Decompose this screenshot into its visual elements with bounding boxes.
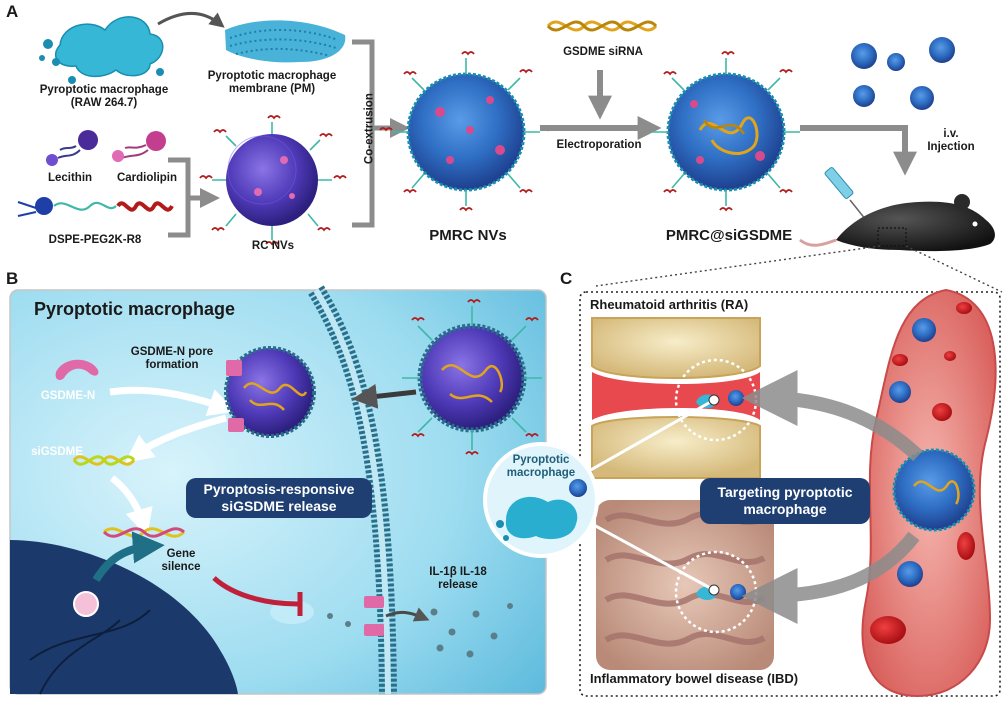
ra-label: Rheumatoid arthritis (RA) bbox=[590, 297, 749, 312]
panel-c bbox=[483, 288, 1001, 698]
magnifier-label: Pyroptotic macrophage bbox=[506, 454, 576, 480]
il-release-label: IL-1β IL-18 release bbox=[429, 566, 487, 592]
nuclear-pore bbox=[73, 591, 99, 617]
release-arrow bbox=[125, 414, 227, 463]
electroporation-label: Electroporation bbox=[556, 139, 642, 151]
silence-arrow bbox=[109, 475, 153, 537]
membrane-label: Pyroptotic macrophage membrane (PM) bbox=[207, 70, 337, 96]
macrophage-magnifier bbox=[483, 442, 599, 558]
intracellular-nanovesicle bbox=[224, 346, 316, 438]
dspe-peg-r8-icon bbox=[17, 197, 174, 217]
targeting-arrow-ibd bbox=[741, 531, 920, 624]
bowel-pin bbox=[708, 584, 720, 596]
targeting-box: Targeting pyroptotic macrophage bbox=[700, 478, 870, 524]
gsdme-n-icon bbox=[55, 359, 99, 380]
macrophage-cell-illustration bbox=[39, 16, 164, 84]
rc-nvs-label: RC NVs bbox=[251, 240, 295, 252]
dspe-label: DSPE-PEG2K-R8 bbox=[48, 234, 142, 246]
zoom-lines bbox=[595, 245, 1003, 293]
membrane-sheet-illustration bbox=[225, 20, 346, 63]
pmrc-sigsdme-nanovesicle bbox=[652, 51, 800, 212]
panel-b-title: Pyroptotic macrophage bbox=[34, 299, 236, 319]
lecithin-icon bbox=[46, 130, 98, 166]
pore-label: GSDME-N pore formation bbox=[130, 346, 214, 372]
release-box: Pyroptosis-responsive siGSDME release bbox=[186, 478, 372, 518]
blood-vessel bbox=[861, 288, 997, 698]
sigsdme-label: siGSDME bbox=[31, 446, 83, 458]
joint-pin bbox=[708, 394, 720, 406]
sigsdme-strand bbox=[72, 455, 136, 466]
membrane-pore bbox=[364, 596, 384, 636]
dna-strands bbox=[29, 609, 151, 695]
injection-arrow bbox=[800, 125, 917, 176]
arrow-to-membrane bbox=[157, 11, 225, 28]
panel-label-a: A bbox=[6, 2, 19, 21]
panel-a bbox=[17, 11, 995, 252]
joint-connector bbox=[565, 398, 715, 486]
assembly-arrow bbox=[168, 157, 212, 238]
panel-label-b: B bbox=[6, 269, 19, 288]
targeting-arrow-ra bbox=[741, 370, 923, 462]
bowel-nanovesicle bbox=[730, 584, 746, 600]
mouse-illustration bbox=[799, 194, 995, 252]
circulating-nanovesicles bbox=[851, 37, 955, 110]
nucleus bbox=[10, 540, 238, 694]
uptake-arrow bbox=[352, 383, 417, 409]
ibd-label: Inflammatory bowel disease (IBD) bbox=[590, 671, 799, 686]
gene-silence-label: Gene silence bbox=[161, 548, 201, 574]
gsdme-n-label: GSDME-N bbox=[40, 390, 96, 402]
cardiolipin-icon bbox=[112, 131, 166, 162]
rc-nanovesicle bbox=[199, 115, 347, 246]
macrophage-label: Pyroptotic macrophage (RAW 264.7) bbox=[39, 84, 169, 110]
joint-illustration bbox=[591, 317, 761, 479]
injection-label: i.v. Injection bbox=[927, 128, 975, 154]
gsdme-pore-arrow bbox=[109, 386, 237, 416]
bowel-illustration bbox=[596, 500, 774, 670]
transcription-arrow bbox=[92, 531, 165, 583]
extracellular-nanovesicle bbox=[402, 299, 542, 456]
coextrusion-label: Co-extrusion bbox=[363, 93, 376, 165]
pmrc-nvs-label: PMRC NVs bbox=[429, 227, 507, 244]
joint-nanovesicle bbox=[728, 390, 744, 406]
inhibition-line bbox=[212, 576, 299, 607]
panel-label-c: C bbox=[560, 269, 573, 288]
mitochondrion bbox=[270, 600, 314, 624]
product-label: PMRC@siGSDME bbox=[665, 227, 793, 244]
cytokine-dots bbox=[327, 603, 513, 658]
cardiolipin-label: Cardiolipin bbox=[116, 172, 178, 184]
sirna-label: GSDME siRNA bbox=[563, 46, 643, 58]
pmrc-nanovesicle bbox=[379, 51, 555, 212]
coextrusion-bracket-arrow bbox=[352, 39, 402, 228]
sirna-helix-icon bbox=[546, 20, 658, 32]
lecithin-label: Lecithin bbox=[47, 172, 93, 184]
syringe-icon bbox=[824, 167, 867, 221]
cell-membrane-inner bbox=[313, 288, 391, 695]
cytokine-arrow bbox=[385, 607, 430, 622]
